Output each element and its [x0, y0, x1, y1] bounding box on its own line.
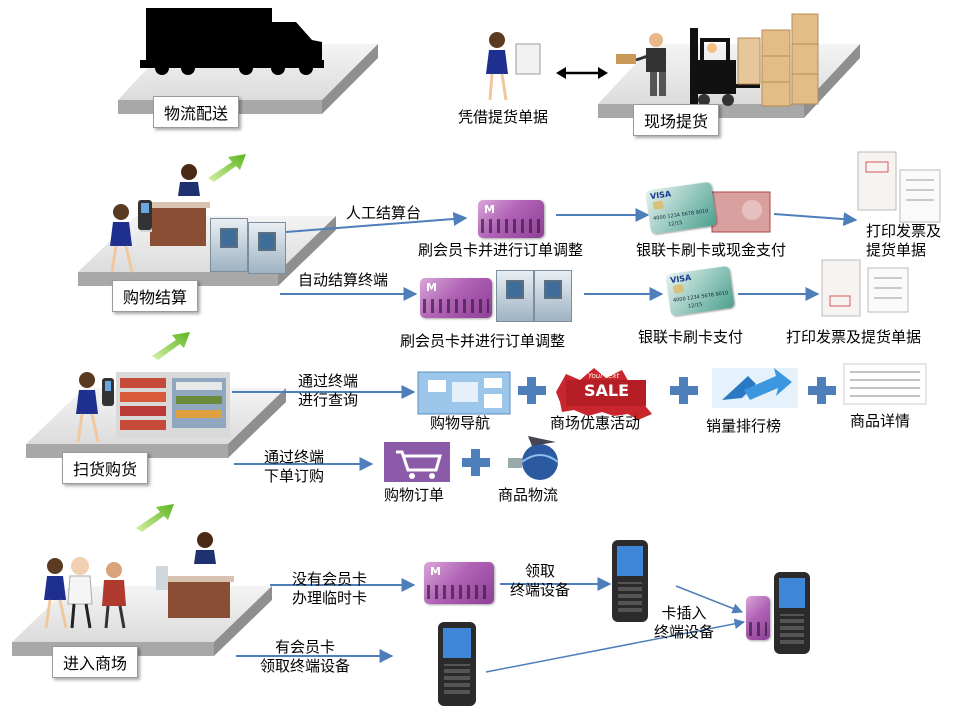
- sale-badge-subtext: Your text: [588, 372, 620, 380]
- manual-print-label: 打印发票及 提货单据: [866, 222, 942, 259]
- invoice-icon: [821, 259, 909, 317]
- self-checkout-kiosk: [248, 222, 286, 274]
- bank-card-brand: VISA: [669, 273, 692, 285]
- auto-print-label: 打印发票及提货单据: [786, 328, 922, 346]
- promo-label: 商场优惠活动: [550, 414, 641, 432]
- invoice-icon: [857, 151, 941, 223]
- query-via-terminal-label: 通过终端 进行查询: [298, 372, 359, 409]
- double-arrow-icon: [556, 67, 608, 79]
- shopping-nav-map-icon: [417, 371, 511, 415]
- plus-icon: [462, 449, 490, 476]
- plus-icon: [808, 377, 836, 404]
- plus-icon: [518, 377, 546, 404]
- staff-icon: [178, 164, 200, 196]
- man-figure-icon: [102, 562, 126, 629]
- worker-icon: [616, 33, 666, 96]
- has-card-label: 有会员卡 领取终端设备: [260, 638, 351, 675]
- woman-figure-icon: [486, 32, 508, 101]
- product-detail-sheet-icon: [843, 363, 927, 405]
- card-brand: M: [426, 281, 437, 294]
- stage-label-enter: 进入商场: [52, 646, 139, 678]
- staff-icon: [194, 532, 216, 564]
- bank-card-icon: VISA 4000 1234 5678 9010 12/15: [645, 181, 717, 235]
- no-card-label: 没有会员卡 办理临时卡: [292, 570, 368, 607]
- sales-rank-label: 销量排行榜: [706, 417, 782, 435]
- truck-icon: [140, 8, 324, 75]
- bank-card-icon: VISA 4000 1234 5678 9010 12/15: [665, 265, 735, 317]
- woman-figure-icon: [44, 558, 68, 629]
- nav-label: 购物导航: [430, 414, 491, 432]
- handheld-terminal-icon: [102, 378, 114, 406]
- bank-card-expiry: 12/15: [667, 219, 683, 228]
- auto-terminal-label: 自动结算终端: [298, 271, 389, 289]
- receipt-icon: [515, 43, 541, 75]
- shopping-cart-icon: [384, 442, 450, 482]
- store-shelf-icon: [116, 372, 230, 438]
- stage-label-checkout: 购物结算: [112, 280, 199, 312]
- flow-arrow: [773, 212, 858, 227]
- up-arrow-icon: [208, 154, 246, 182]
- up-arrow-icon: [152, 332, 190, 360]
- old-man-figure-icon: [67, 557, 93, 629]
- card-brand: M: [430, 565, 441, 578]
- auto-adjust-label: 刷会员卡并进行订单调整: [400, 332, 566, 350]
- product-logistics-label: 商品物流: [498, 486, 559, 504]
- plus-icon: [670, 377, 698, 404]
- product-detail-label: 商品详情: [850, 412, 911, 430]
- handheld-terminal-icon: [774, 572, 810, 654]
- manual-adjust-label: 刷会员卡并进行订单调整: [418, 241, 584, 259]
- bank-card-expiry: 12/15: [687, 301, 703, 310]
- card-brand: M: [484, 203, 495, 216]
- handheld-terminal-icon: [612, 540, 648, 622]
- stage-label-shopping: 扫货购货: [62, 452, 149, 484]
- handheld-terminal-icon: [438, 622, 476, 706]
- auto-pay-label: 银联卡刷卡支付: [638, 328, 744, 346]
- woman-figure-icon: [110, 204, 134, 273]
- sales-rank-icon: [712, 368, 798, 408]
- stage-label-logistics: 物流配送: [153, 96, 240, 128]
- self-checkout-kiosk: [534, 270, 572, 322]
- flow-arrow: [485, 618, 746, 673]
- stage-label-pickup: 现场提货: [633, 104, 720, 136]
- woman-figure-icon: [76, 372, 100, 443]
- boxes-icon: [737, 13, 819, 107]
- handheld-terminal-icon: [138, 200, 152, 230]
- flow-arrow: [675, 585, 743, 614]
- order-via-terminal-label: 通过终端 下单订购: [264, 448, 325, 485]
- manual-pay-label: 银联卡刷卡或现金支付: [636, 241, 787, 259]
- member-card: [746, 596, 770, 640]
- sale-badge-icon: [556, 368, 652, 420]
- flow-arrow: [285, 211, 468, 233]
- get-device-label: 领取 终端设备: [510, 562, 571, 599]
- shopping-order-label: 购物订单: [384, 486, 445, 504]
- up-arrow-icon: [136, 504, 174, 532]
- self-checkout-kiosk: [496, 270, 534, 322]
- manual-counter-label: 人工结算台: [346, 204, 422, 222]
- member-card: M: [424, 562, 494, 604]
- forklift-icon: [690, 28, 760, 106]
- logistics-globe-icon: [508, 436, 559, 480]
- bank-card-brand: VISA: [649, 189, 672, 202]
- sale-badge-text: SALE: [584, 381, 630, 400]
- member-card: M: [478, 200, 544, 238]
- voucher-label: 凭借提货单据: [458, 108, 549, 126]
- member-card: M: [420, 278, 492, 318]
- service-desk-icon: [156, 566, 234, 618]
- insert-card-label: 卡插入 终端设备: [654, 604, 715, 641]
- self-checkout-kiosk: [210, 218, 248, 272]
